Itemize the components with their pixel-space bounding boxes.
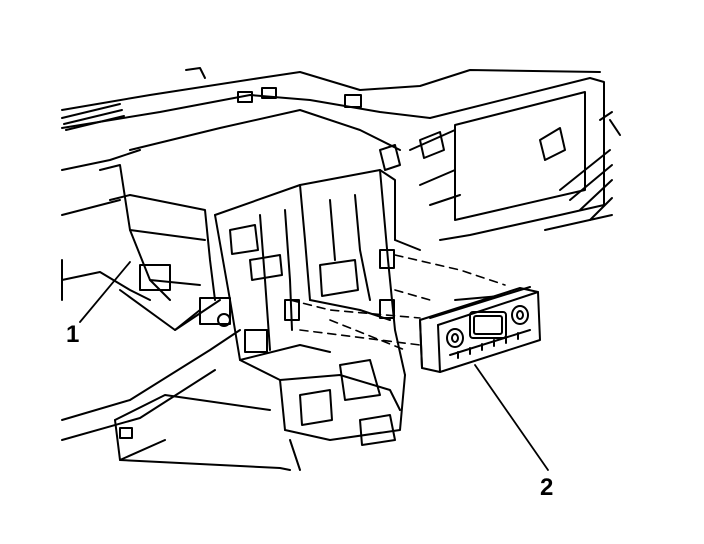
alignment-lines bbox=[289, 254, 506, 351]
leader-lines bbox=[79, 261, 549, 471]
hvac-control-module-icon bbox=[419, 286, 541, 373]
left-side-structure bbox=[61, 164, 231, 331]
callout-label-2: 2 bbox=[540, 474, 554, 501]
leader-line-1 bbox=[79, 261, 131, 323]
lower-cross-beam bbox=[61, 259, 291, 471]
dashboard-upper-beam bbox=[61, 67, 601, 216]
instrument-panel-bracket bbox=[379, 77, 621, 241]
leader-line-2 bbox=[474, 364, 549, 471]
center-support-bracket bbox=[214, 169, 421, 471]
callout-label-1: 1 bbox=[66, 321, 80, 348]
